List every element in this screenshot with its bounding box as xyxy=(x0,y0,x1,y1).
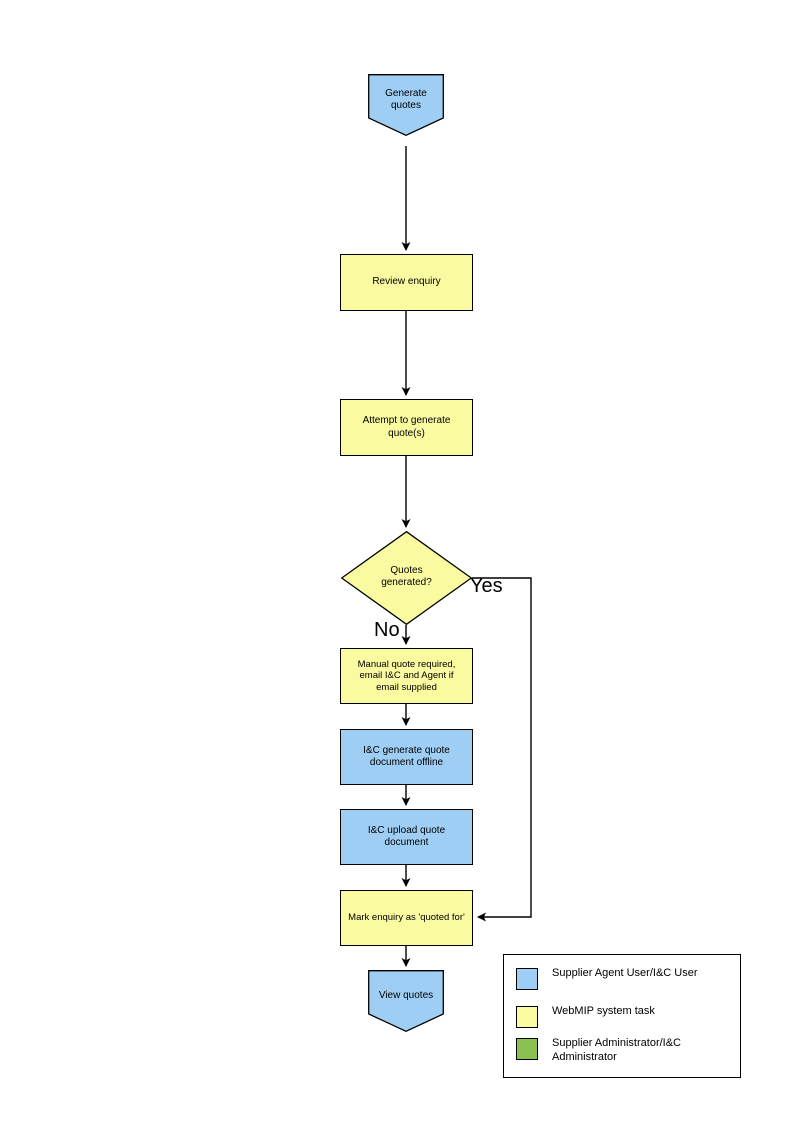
legend-label: Supplier Administrator/I&C Administrator xyxy=(552,1037,681,1063)
node-label: Attempt to generate quote(s) xyxy=(362,415,451,439)
legend-label: WebMIP system task xyxy=(552,1005,655,1017)
node-ic-upload-quote-document: I&C upload quote document xyxy=(340,809,473,865)
legend-item-supplier-administrator: Supplier Administrator/I&C Administrator xyxy=(516,1037,730,1065)
legend-item-supplier-agent-user: Supplier Agent User/I&C User xyxy=(516,967,730,990)
node-ic-generate-quote-offline: I&C generate quote document offline xyxy=(340,729,473,785)
legend-label: Supplier Agent User/I&C User xyxy=(552,967,698,979)
legend-swatch-yellow xyxy=(516,1006,538,1028)
node-label: Manual quote required, email I&C and Age… xyxy=(357,658,456,693)
node-label: I&C upload quote document xyxy=(367,824,446,848)
node-attempt-generate-quotes: Attempt to generate quote(s) xyxy=(340,399,473,456)
edge-decision-yes-to-mark xyxy=(472,577,532,922)
pentagon-shape xyxy=(368,74,444,136)
diamond-shape xyxy=(341,531,472,625)
node-mark-enquiry-quoted-for: Mark enquiry as 'quoted for' xyxy=(340,890,473,946)
pentagon-shape xyxy=(368,970,444,1032)
legend-swatch-green xyxy=(516,1038,538,1060)
legend-item-webmip-system-task: WebMIP system task xyxy=(516,1005,730,1028)
node-manual-quote-required: Manual quote required, email I&C and Age… xyxy=(340,648,473,704)
node-label: I&C generate quote document offline xyxy=(363,744,450,768)
legend: Supplier Agent User/I&C User WebMIP syst… xyxy=(503,954,741,1078)
node-label: Review enquiry xyxy=(372,276,441,288)
node-label: Generate quotes xyxy=(385,88,427,112)
node-generate-quotes: Generate quotes xyxy=(368,74,444,136)
node-quotes-generated-decision: Quotes generated? xyxy=(341,531,472,625)
node-review-enquiry: Review enquiry xyxy=(340,254,473,311)
legend-swatch-blue xyxy=(516,968,538,990)
node-label: View quotes xyxy=(378,990,434,1001)
node-view-quotes: View quotes xyxy=(368,970,444,1032)
edge-label-yes: Yes xyxy=(470,575,503,597)
node-label: Mark enquiry as 'quoted for' xyxy=(348,912,465,924)
node-label: Quotes generated? xyxy=(381,565,432,589)
edge-label-no: No xyxy=(374,619,400,641)
